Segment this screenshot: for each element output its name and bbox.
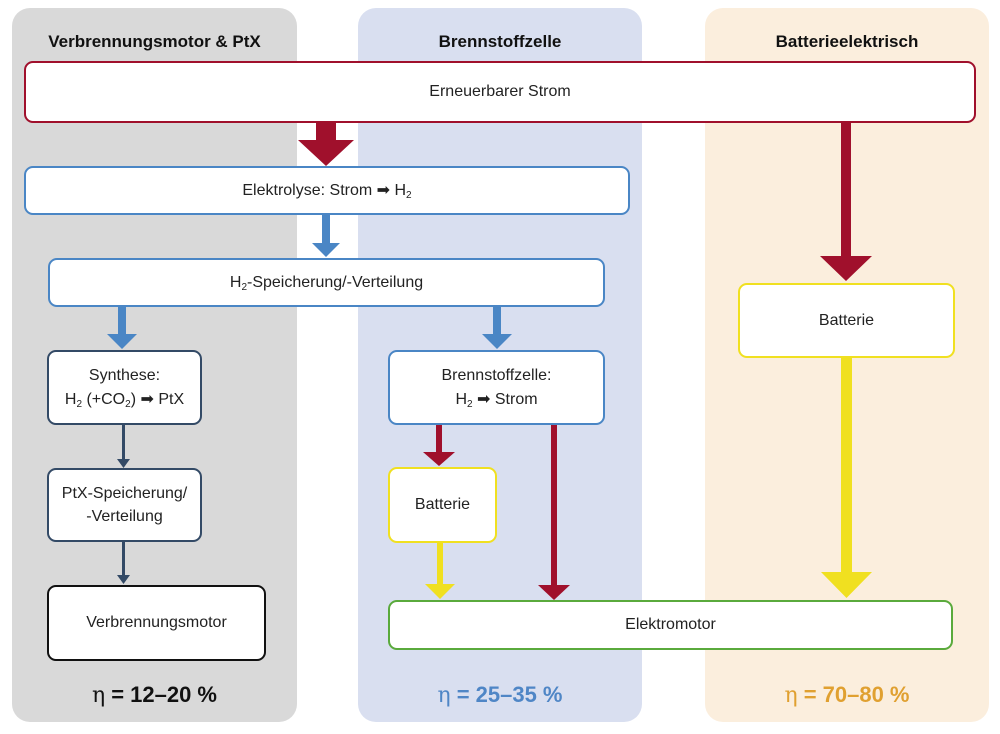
h2-storage-box: H2-Speicherung/-Verteilung — [48, 258, 605, 307]
bev-battery-box: Batterie — [738, 283, 955, 358]
renewable-power-label: Erneuerbarer Strom — [429, 83, 571, 101]
eta-symbol: η — [784, 683, 798, 708]
fc-battery-label: Batterie — [414, 496, 471, 514]
ptx-text: PtX — [153, 390, 185, 408]
combustion-engine-label: Verbrennungsmotor — [86, 614, 227, 632]
subscript: 2 — [76, 398, 82, 410]
arrow-fc-battery-to-motor — [425, 543, 455, 599]
synthesis-line1: Synthese: — [88, 367, 161, 385]
electric-motor-box: Elektromotor — [388, 600, 953, 650]
ptx-storage-line1: PtX-Speicherung/ — [61, 484, 188, 502]
arrow-synthesis-to-ptx-storage — [117, 425, 130, 468]
arrow-battery-to-motor — [821, 357, 872, 598]
hydrogen-arrows — [107, 215, 512, 349]
bev-battery-label: Batterie — [818, 311, 875, 329]
arrow-ptx-storage-to-engine — [117, 542, 130, 584]
subscript: 2 — [467, 398, 473, 410]
electricity-arrows — [298, 122, 872, 600]
subscript: 2 — [125, 398, 131, 410]
hydrogen-symbol: H — [455, 390, 468, 408]
combustion-engine-box: Verbrennungsmotor — [47, 585, 266, 661]
column-title-ptx: Verbrennungsmotor & PtX — [48, 32, 261, 51]
co2-text: (+CO — [82, 390, 126, 408]
efficiency-battery-electric: η= 70–80 % — [705, 682, 989, 708]
electric-motor-label: Elektromotor — [625, 616, 716, 634]
paren-text: ) — [130, 390, 141, 408]
arrow-electrolysis-to-storage — [312, 215, 340, 257]
subscript: 2 — [406, 189, 412, 201]
efficiency-value-fuel-cell: = 25–35 % — [456, 682, 563, 707]
electrolysis-label: Elektrolyse: Strom ➡ H2 — [242, 179, 411, 202]
eta-symbol: η — [437, 683, 451, 708]
arrow-storage-to-fuelcell — [482, 307, 512, 349]
arrow-renewable-to-electrolysis — [298, 122, 354, 166]
arrow-storage-to-synthesis — [107, 307, 137, 349]
eta-symbol: η — [92, 683, 106, 708]
efficiency-fuel-cell: η= 25–35 % — [358, 682, 642, 708]
arrow-renewable-to-battery — [820, 122, 872, 281]
h2-storage-label: H2-Speicherung/-Verteilung — [230, 271, 423, 294]
renewable-power-box: Erneuerbarer Strom — [24, 61, 976, 123]
subscript: 2 — [241, 281, 247, 293]
power-text: Strom — [494, 390, 538, 408]
storage-text: -Speicherung/-Verteilung — [247, 273, 424, 291]
fc-battery-box: Batterie — [388, 467, 497, 543]
efficiency-value-ptx: = 12–20 % — [111, 682, 217, 707]
ptx-arrows — [117, 425, 130, 584]
hydrogen-symbol: H — [229, 273, 242, 291]
synthesis-box: Synthese: H2 (+CO2) ➡ PtX — [47, 350, 202, 425]
efficiency-value-battery-electric: = 70–80 % — [803, 682, 910, 707]
right-arrow-icon: ➡ — [140, 390, 154, 408]
column-title-fuel-cell: Brennstoffzelle — [438, 32, 562, 51]
fuel-cell-line1: Brennstoffzelle: — [441, 367, 552, 385]
arrow-fuelcell-to-battery — [423, 425, 455, 466]
electrolysis-box: Elektrolyse: Strom ➡ H2 — [24, 166, 630, 215]
column-title-battery-electric: Batterieelektrisch — [775, 32, 919, 51]
fuel-cell-box: Brennstoffzelle: H2 ➡ Strom — [388, 350, 605, 425]
right-arrow-icon: ➡ — [376, 181, 391, 199]
hydrogen-symbol: H — [390, 181, 407, 199]
battery-arrows — [425, 357, 872, 599]
ptx-storage-line2: -Verteilung — [86, 508, 163, 525]
synthesis-line2: H2 (+CO2) ➡ PtX — [65, 388, 184, 411]
efficiency-ptx: η= 12–20 % — [12, 682, 297, 708]
fuel-cell-line2: H2 ➡ Strom — [455, 388, 537, 411]
ptx-storage-box: PtX-Speicherung/ -Verteilung — [47, 468, 202, 542]
arrow-fuelcell-to-motor — [538, 425, 570, 600]
electrolysis-text: Elektrolyse: Strom — [242, 181, 377, 199]
hydrogen-symbol: H — [64, 390, 77, 408]
right-arrow-icon: ➡ — [472, 390, 495, 408]
